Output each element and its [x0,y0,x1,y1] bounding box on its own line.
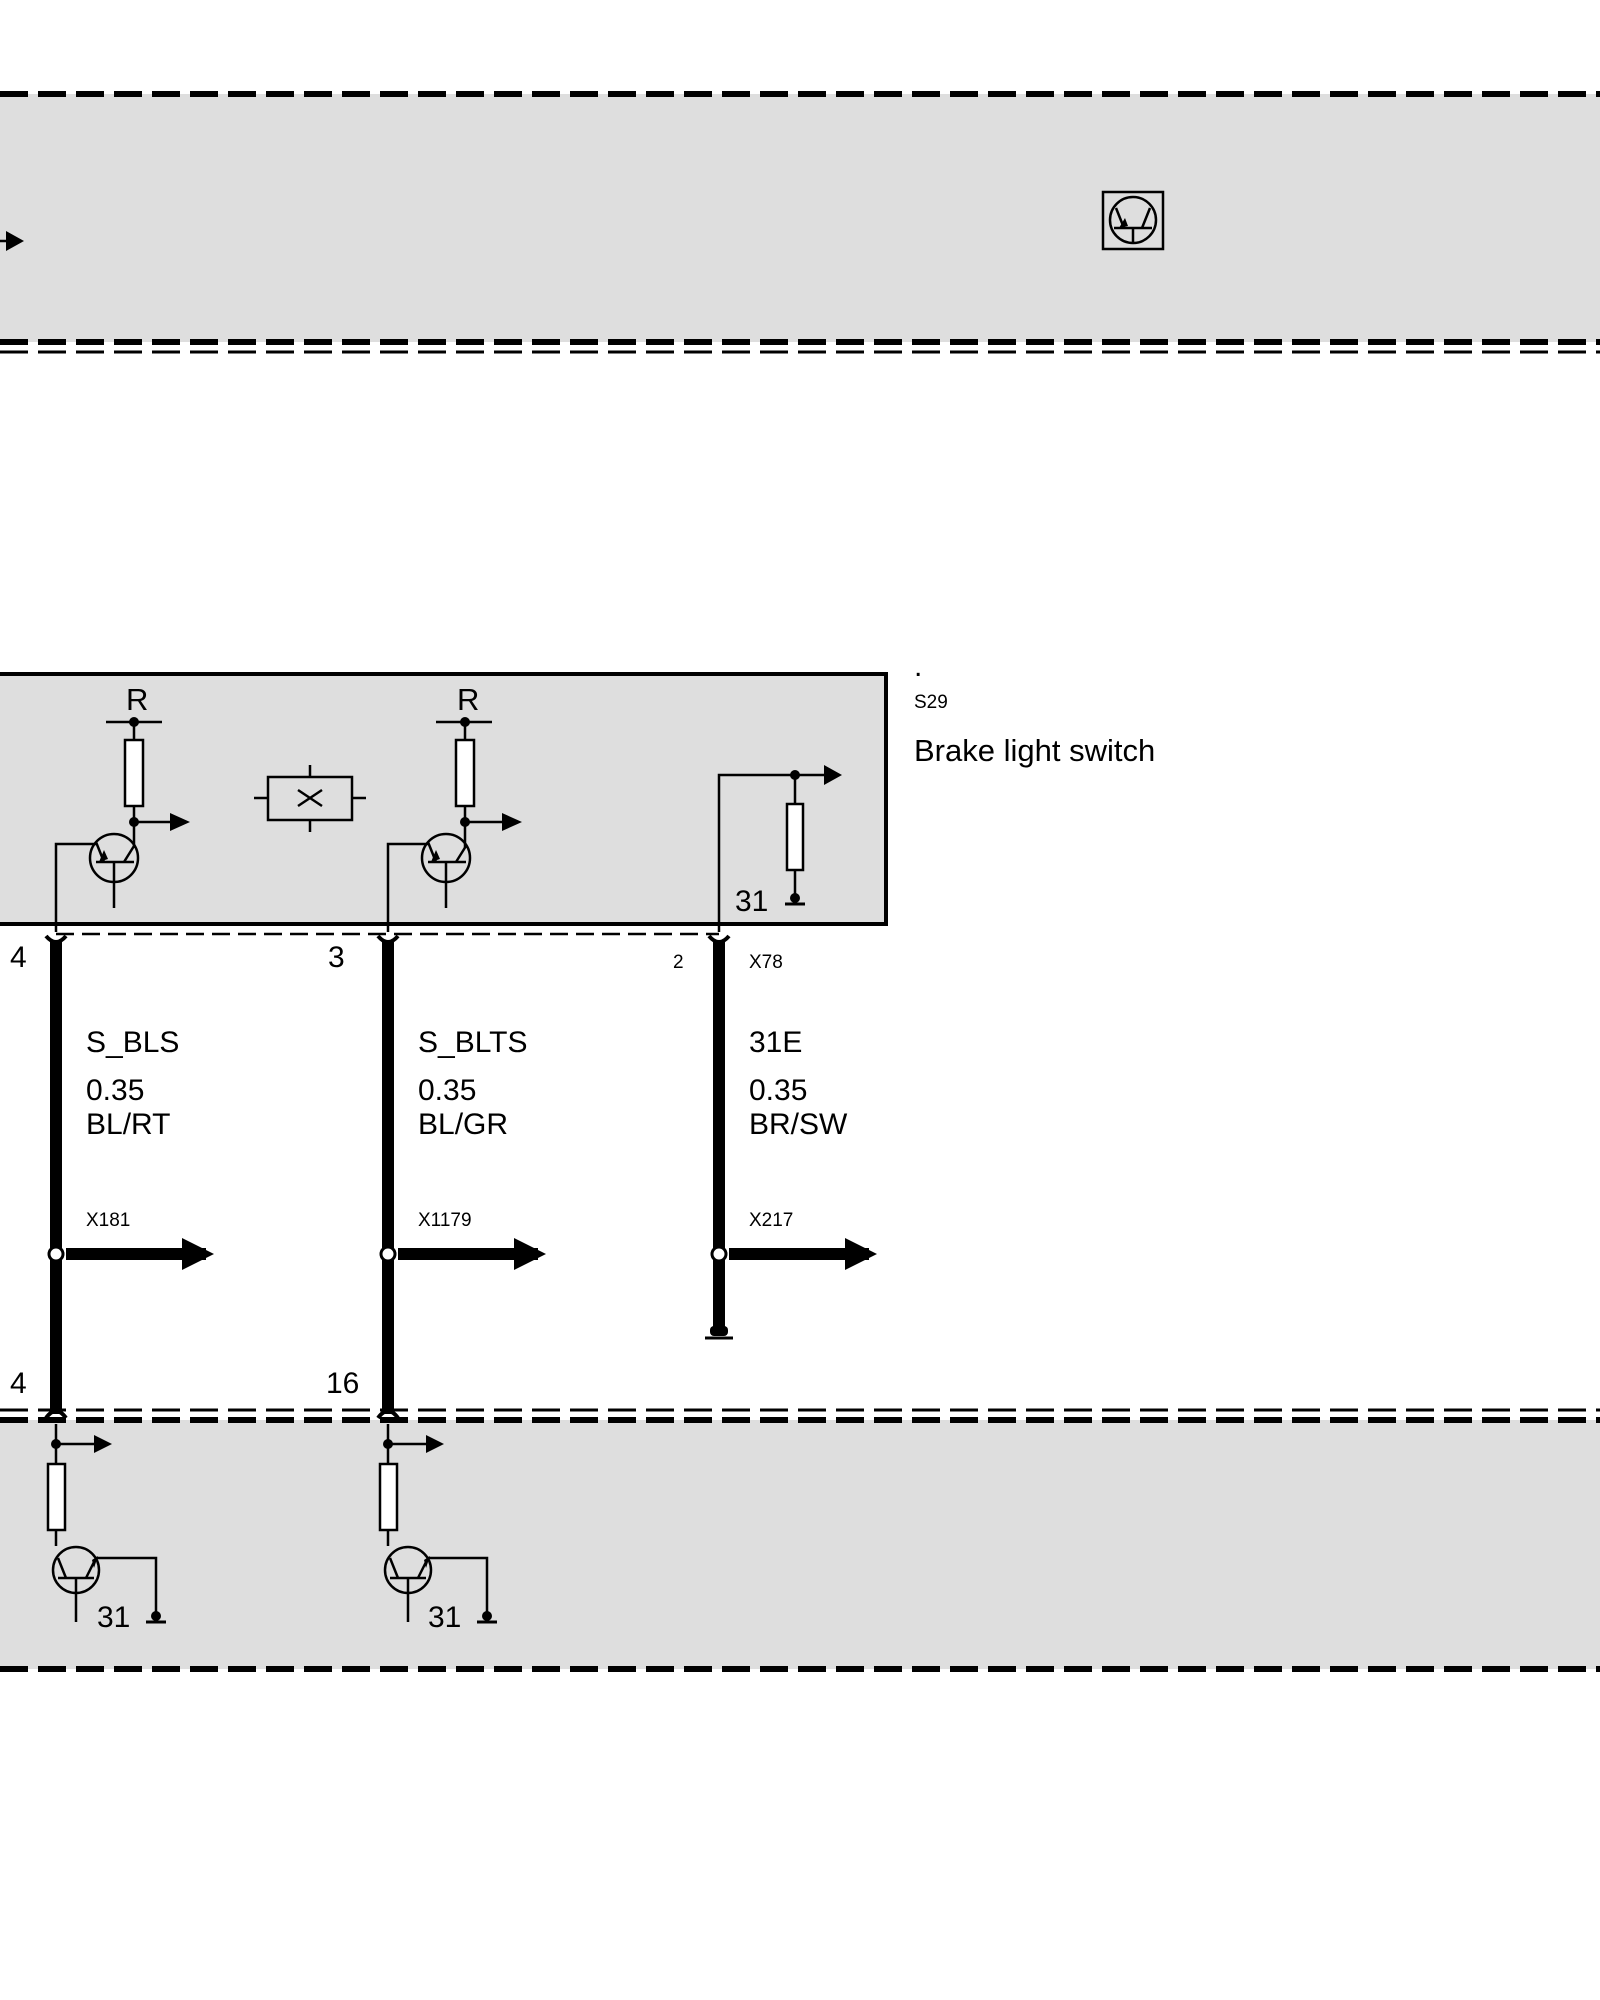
resistor-icon [378,1462,399,1532]
branch-arrow-icon [845,1238,877,1270]
transistor-2-icon [386,832,472,932]
wire-connector-label: X217 [749,1210,793,1231]
wire-color-label: BR/SW [749,1108,848,1141]
lower-ground-label-2: 31 [428,1601,461,1634]
connector-name: X78 [749,952,783,973]
signal-arrow-icon [426,1435,444,1453]
branch-arrow-icon [182,1238,214,1270]
wire-gauge-label: 0.35 [749,1074,807,1107]
component-name: Brake light switch [914,733,1155,768]
wire-signal-label: S_BLTS [418,1026,528,1059]
component-dot: . [914,650,922,683]
resistor-icon [454,738,476,808]
pullup-resistor-1 [106,717,190,848]
diagnostic-box-icon [254,765,366,832]
splice-dot-icon [379,1245,397,1263]
splice-dot-icon [710,1245,728,1263]
lower-pin-label: 4 [10,1367,27,1400]
wire-color-label: BL/RT [86,1108,170,1141]
signal-arrow-icon [502,813,522,831]
transistor-box-icon [1101,190,1165,251]
signal-arrow-icon [170,813,190,831]
lower-pin-label: 16 [326,1367,359,1400]
pullup-resistor-2 [436,717,522,848]
wire-gauge-label: 0.35 [86,1074,144,1107]
pin-notch-icon [44,934,68,944]
pin-notch-icon [44,1409,68,1420]
wire-signal-label: 31E [749,1026,802,1059]
wire-connector-label: X181 [86,1210,130,1231]
resistor-icon [46,1462,67,1532]
wire-color-label: BL/GR [418,1108,508,1141]
connector-pin-label: 2 [673,952,684,973]
wire-signal-label: S_BLS [86,1026,179,1059]
resistor-icon [785,802,805,872]
pin-notch-icon [376,1409,400,1420]
pin-notch-icon [707,934,731,944]
pin-notch-icon [376,934,400,944]
top-module [0,91,1600,354]
ground-terminal-label: 31 [735,885,768,918]
switch-contact-circuit [717,765,842,932]
bottom-module-body [0,1420,1600,1669]
top-module-body [0,94,1600,342]
resistor-label-r1: R [126,682,148,717]
brake-light-switch-module: R [0,672,888,936]
upper-pin-label: 3 [328,941,345,974]
wire-group: 4S_BLS0.35BL/RTX18143S_BLTS0.35BL/GRX117… [10,934,877,1420]
input-stage-1 [46,1424,166,1624]
splice-dot-icon [47,1245,65,1263]
lower-ground-label-1: 31 [97,1601,130,1634]
wire-gauge-label: 0.35 [418,1074,476,1107]
wire-end-ground-icon [710,1326,728,1336]
branch-arrow-icon [514,1238,546,1270]
transistor-1-icon [54,832,140,932]
input-stage-2 [378,1424,497,1624]
top-arrow-head-icon [6,231,24,251]
resistor-icon [123,738,145,808]
component-code: S29 [914,692,948,713]
signal-arrow-icon [94,1435,112,1453]
upper-pin-label: 4 [10,941,27,974]
wire-connector-label: X1179 [418,1210,472,1231]
bottom-module: 31 31 [0,1408,1600,1672]
resistor-label-r2: R [457,682,479,717]
